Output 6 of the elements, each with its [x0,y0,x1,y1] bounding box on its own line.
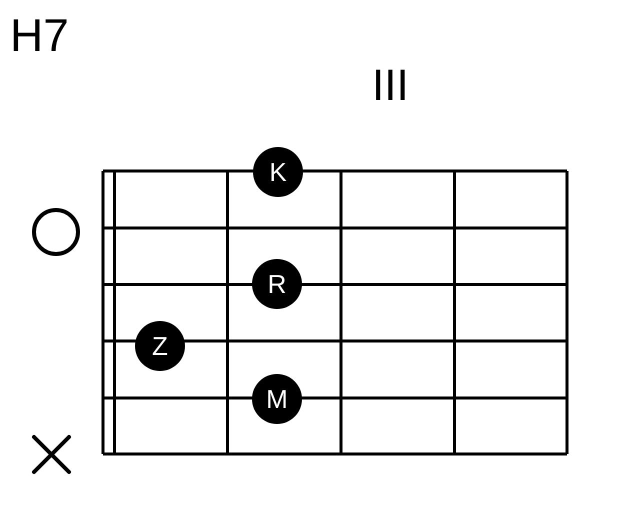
finger-dot: M [252,374,302,424]
fret-position-label: III [372,62,409,110]
finger-dot: Z [135,321,185,371]
chord-title: H7 [10,10,69,60]
finger-dot: K [253,147,303,197]
finger-dot: R [252,259,302,309]
